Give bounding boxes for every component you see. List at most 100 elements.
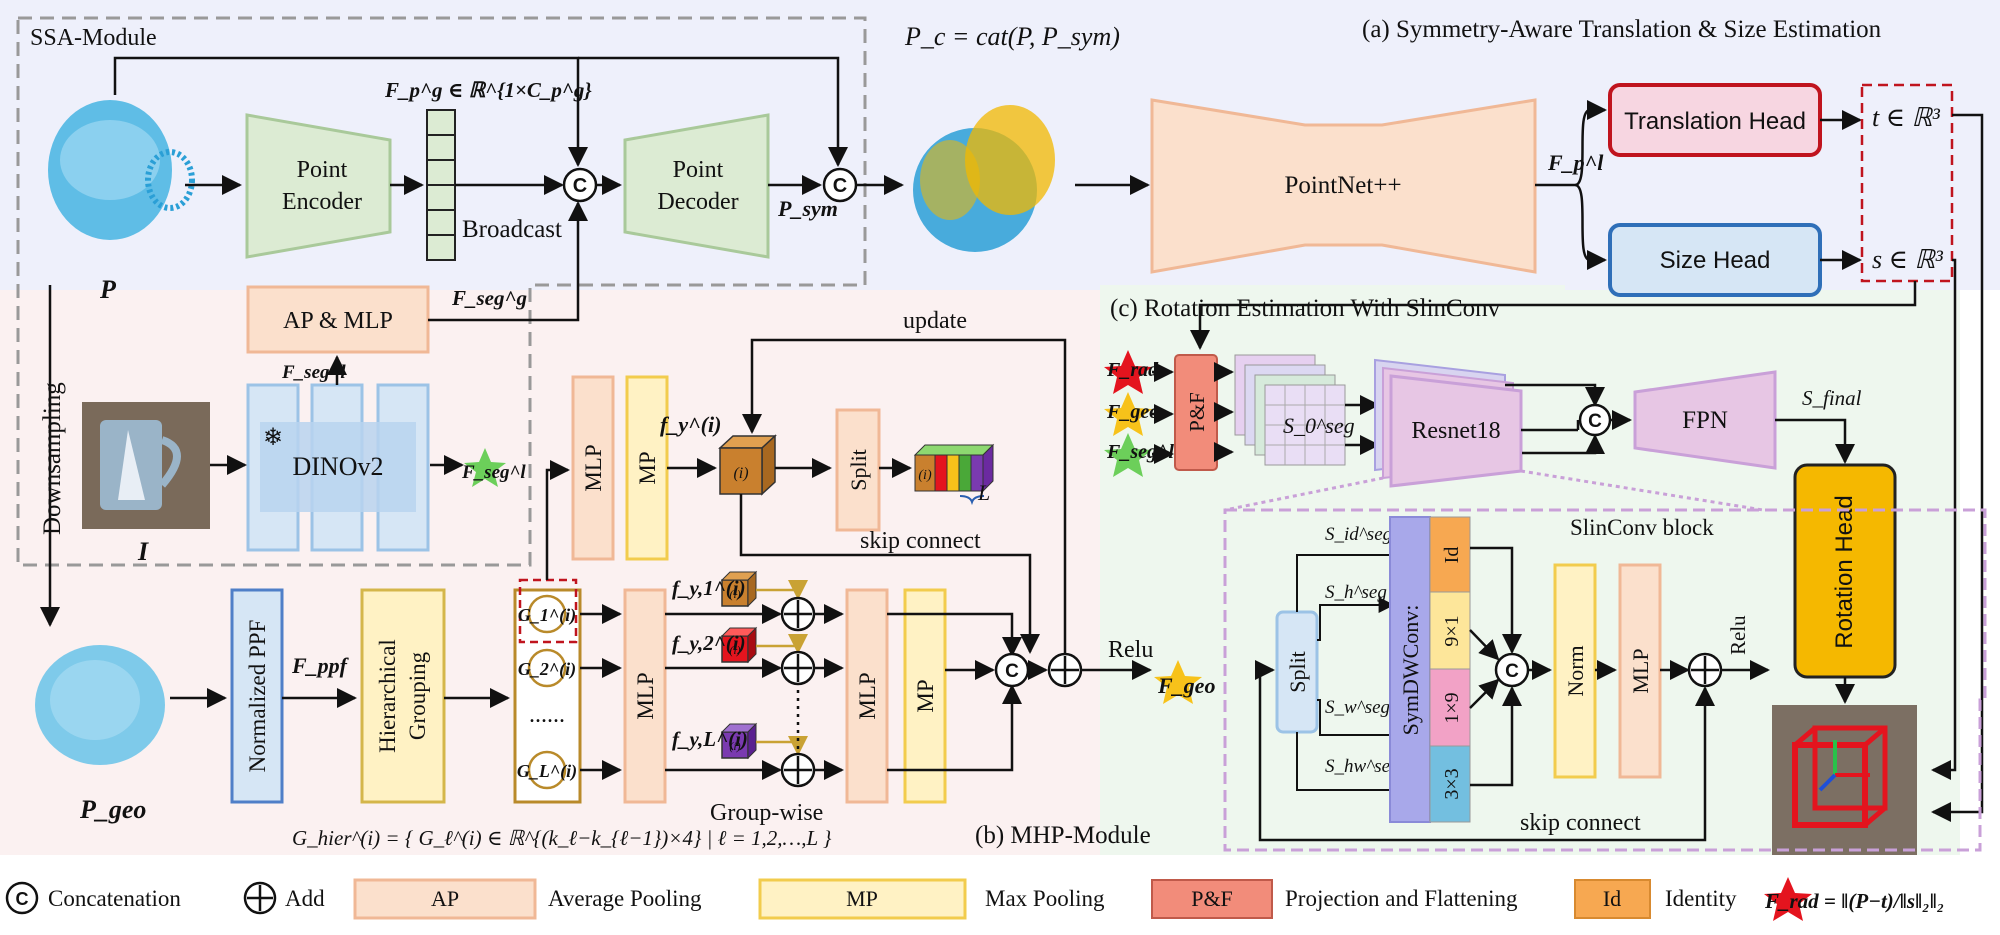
lower-mlp-label: MLP <box>633 672 658 719</box>
k33-kernel <box>1429 745 1471 823</box>
hier-label-1: Hierarchical <box>375 639 400 753</box>
k33-label: 3×3 <box>1441 768 1463 799</box>
dinov2-encoder <box>246 383 430 552</box>
concat-node-1: C <box>562 167 598 203</box>
slin-relu-label: Relu <box>1726 615 1750 655</box>
id-label: Id <box>1441 547 1463 564</box>
upper-split-block <box>835 408 881 532</box>
k19-kernel <box>1429 668 1471 747</box>
section-c-label: (c) Rotation Estimation With SlinConv <box>1110 295 1501 322</box>
size-head-label: Size Head <box>1660 247 1771 274</box>
mug-image <box>82 402 210 529</box>
fpl-label: F_p^l <box>1547 150 1604 175</box>
i-label: I <box>137 537 149 566</box>
section-b-label: (b) MHP-Module <box>975 822 1151 849</box>
sfinal-label: S_final <box>1802 386 1862 410</box>
frad-star-icon <box>1104 350 1152 394</box>
group-g2 <box>527 648 567 688</box>
fgeo-out-label: F_geo <box>1157 673 1215 698</box>
add-node-mhp <box>1047 652 1083 688</box>
gl-label: G_L^(i) <box>517 761 577 782</box>
resnet18-block <box>1374 358 1523 488</box>
ap-mlp-block <box>246 285 430 354</box>
k91-kernel <box>1429 591 1471 670</box>
svg-text:C: C <box>1005 661 1019 682</box>
lower-mp-label: MP <box>913 679 938 712</box>
g2-label: G_2^(i) <box>518 659 576 680</box>
translation-head-label: Translation Head <box>1624 108 1806 135</box>
slin-mlp-block <box>1618 563 1662 779</box>
legend-mp: MP <box>846 886 878 911</box>
dinov2-label: DINOv2 <box>293 452 384 481</box>
group-ellipsis: ...... <box>529 702 565 728</box>
fsegl-label-rot: F_seg^l <box>1106 441 1174 463</box>
point-cloud-pgeo <box>35 645 165 765</box>
fpn-block <box>1633 370 1777 470</box>
lower-mlp-block <box>623 588 667 804</box>
point-cloud-pc <box>913 105 1055 252</box>
lower-mp-block <box>903 588 947 804</box>
ts-output-box <box>1860 83 1954 283</box>
add-node-2 <box>780 650 816 686</box>
svg-text:C: C <box>573 175 587 197</box>
normalized-ppf-block <box>230 588 284 804</box>
legend-pf-desc: Projection and Flattening <box>1285 886 1518 911</box>
lower-mlp2-block <box>845 588 889 804</box>
legend-ap-desc: Average Pooling <box>548 886 702 911</box>
legend-id: Id <box>1603 886 1621 911</box>
legend-add: Add <box>285 886 325 911</box>
hierarchical-grouping-block <box>360 588 446 804</box>
concat-node-rot: C <box>1578 403 1612 437</box>
s-label: s ∈ ℝ³ <box>1872 245 1944 274</box>
fpn-label: FPN <box>1682 407 1728 434</box>
s0-label: S_0^seg <box>1283 413 1355 438</box>
concat-node-2: C <box>822 167 858 203</box>
fy1-label: f_y,1^(i) <box>672 576 746 600</box>
slin-norm-label: Norm <box>1563 645 1588 696</box>
split-cube-stack <box>913 443 995 493</box>
point-cloud-p <box>48 100 195 240</box>
legend-frad-formula: F_rad = ‖(P−t)/‖s‖₂‖₂ <box>1764 889 1944 913</box>
concat-node-mhp: C <box>994 652 1030 688</box>
legend-ap: AP <box>431 886 459 911</box>
fppf-label: F_ppf <box>291 653 350 678</box>
snowflake-icon: ❄ <box>263 425 283 451</box>
k19-label: 1×9 <box>1441 692 1463 723</box>
fy2-cube-label: (i) <box>729 643 740 657</box>
upper-split-label: Split <box>846 449 871 491</box>
slin-mlp-label: MLP <box>1628 648 1653 693</box>
fy1-cube-label: (i) <box>729 587 740 601</box>
fy2-label: f_y,2^(i) <box>672 631 746 655</box>
hier-label-2: Grouping <box>405 651 430 740</box>
point-decoder <box>623 113 770 259</box>
fy-cube <box>718 434 777 496</box>
p-label: P <box>99 275 117 304</box>
psym-label: P_sym <box>777 196 838 221</box>
fsegl-star-icon <box>464 448 506 487</box>
section-a-label: (a) Symmetry-Aware Translation & Size Es… <box>1362 16 1882 43</box>
point-encoder-label-1: Point <box>297 157 348 183</box>
svg-text:C: C <box>833 175 847 197</box>
legend-concat: Concatenation <box>48 886 181 911</box>
pointnet-block <box>1150 98 1537 274</box>
fy-cube-label: (i) <box>733 465 748 482</box>
svg-text:C: C <box>1505 661 1519 682</box>
fy-label: f_y^(i) <box>660 412 721 437</box>
point-decoder-label-2: Decoder <box>657 189 738 215</box>
sh-label: S_h^seg <box>1325 582 1387 603</box>
fgeo-label-rot: F_geo <box>1106 401 1159 423</box>
pose-result-image <box>1772 705 1917 855</box>
group-g1 <box>527 594 567 634</box>
pf-label: P&F <box>1185 392 1209 432</box>
slin-skip-label: skip connect <box>1520 810 1641 836</box>
k91-label: 9×1 <box>1441 615 1463 646</box>
lower-mlp2-label: MLP <box>855 672 880 719</box>
group-gl <box>527 750 567 790</box>
point-encoder-label-2: Encoder <box>282 189 362 215</box>
legend: C Concatenation Add AP Average Pooling M… <box>5 877 1944 921</box>
point-encoder <box>245 113 392 259</box>
sid-label: S_id^seg <box>1325 524 1392 545</box>
hier-formula: G_hier^(i) = { G_ℓ^(i) ∈ ℝ^{(k_ℓ−k_{ℓ−1}… <box>292 826 832 850</box>
update-label: update <box>903 308 967 334</box>
